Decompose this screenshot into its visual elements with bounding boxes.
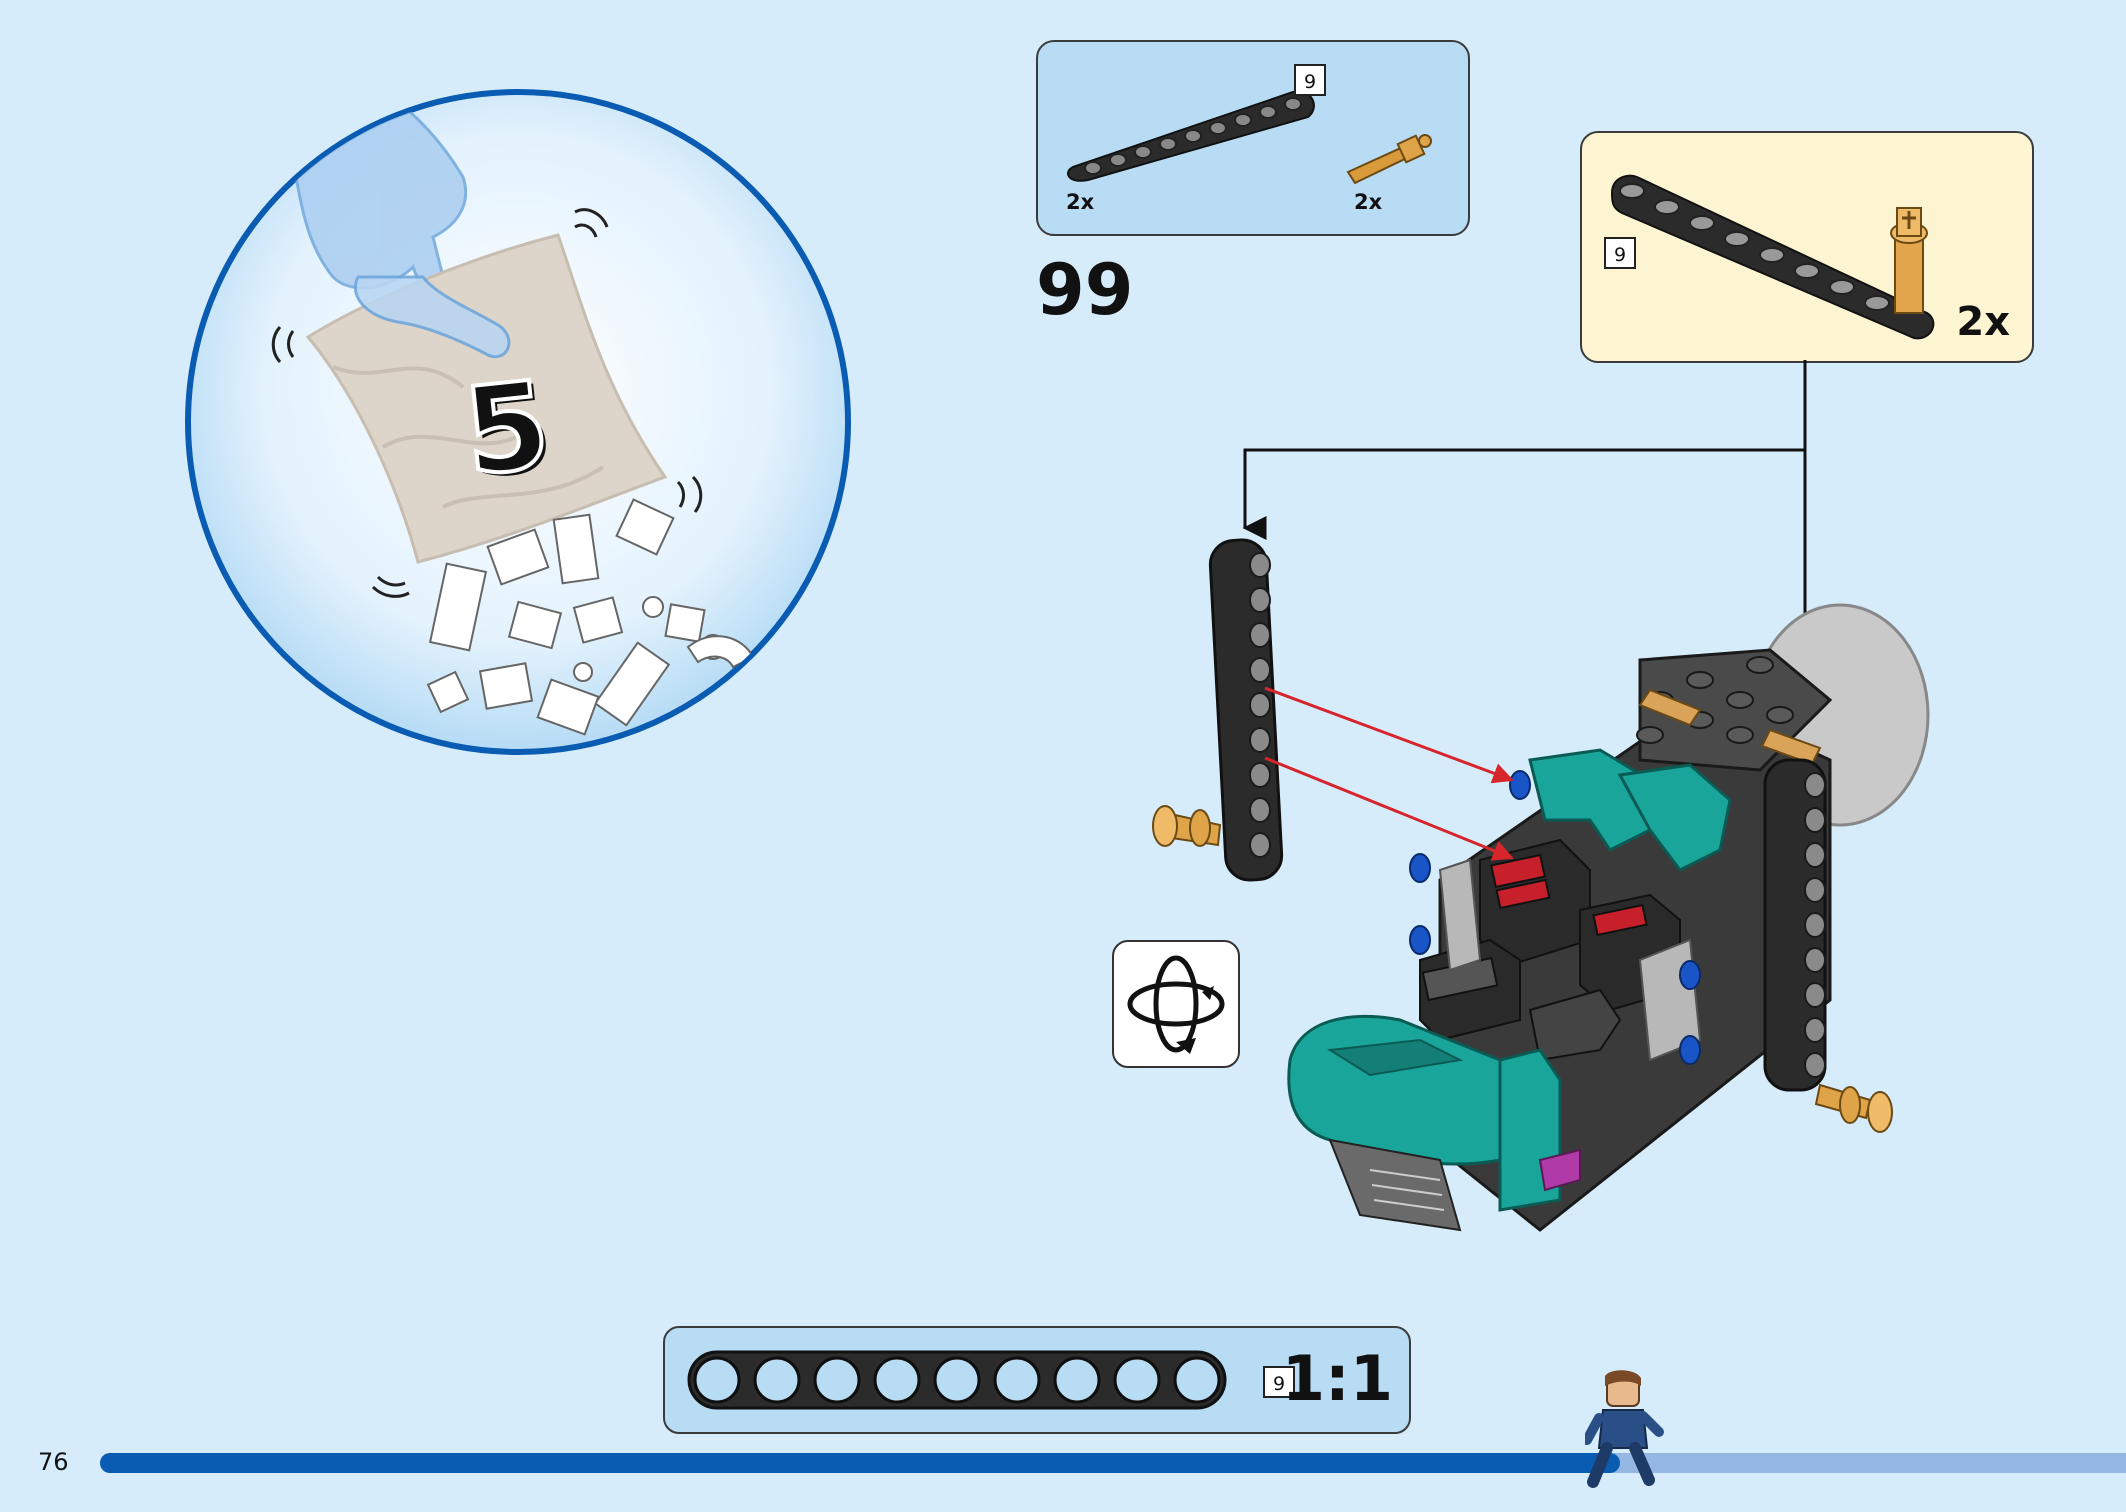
part-qty: 2x — [1354, 190, 1383, 214]
subassembly-panel: 9 2x — [1580, 131, 2034, 363]
bag-bubble — [185, 89, 851, 755]
insertion-arrows — [1264, 686, 1514, 861]
vehicle-model — [1287, 648, 1833, 1232]
page-number: 76 — [38, 1448, 69, 1476]
black-beam-9-part — [1067, 90, 1315, 182]
parts-list-panel: 9 2x 2x — [1036, 40, 1470, 236]
subassembly-qty: 2x — [1956, 299, 2010, 345]
tan-axle-pin-part — [1346, 134, 1432, 185]
right-beam-with-pin — [1763, 758, 1893, 1133]
beam-length-label: 9 — [1604, 237, 1636, 269]
rotate-model-icon — [1127, 955, 1225, 1054]
beam-with-pin-subassembly — [1610, 174, 1935, 340]
scale-reference-panel: 9 1:1 — [663, 1326, 1411, 1434]
beam-length-label: 9 — [1263, 1366, 1295, 1398]
loose-bricks — [426, 498, 755, 736]
rotate-model-hint — [1112, 940, 1240, 1068]
beam-scale-silhouette — [687, 1350, 1227, 1410]
part-qty: 2x — [1066, 190, 1095, 214]
left-beam-with-pin — [1152, 538, 1284, 882]
scale-ratio: 1:1 — [1281, 1342, 1393, 1415]
step-number: 99 — [1036, 249, 1134, 331]
beam-length-label: 9 — [1294, 64, 1326, 96]
minifigure-runner-icon — [1585, 1370, 1664, 1488]
progress-fill — [100, 1453, 1620, 1473]
